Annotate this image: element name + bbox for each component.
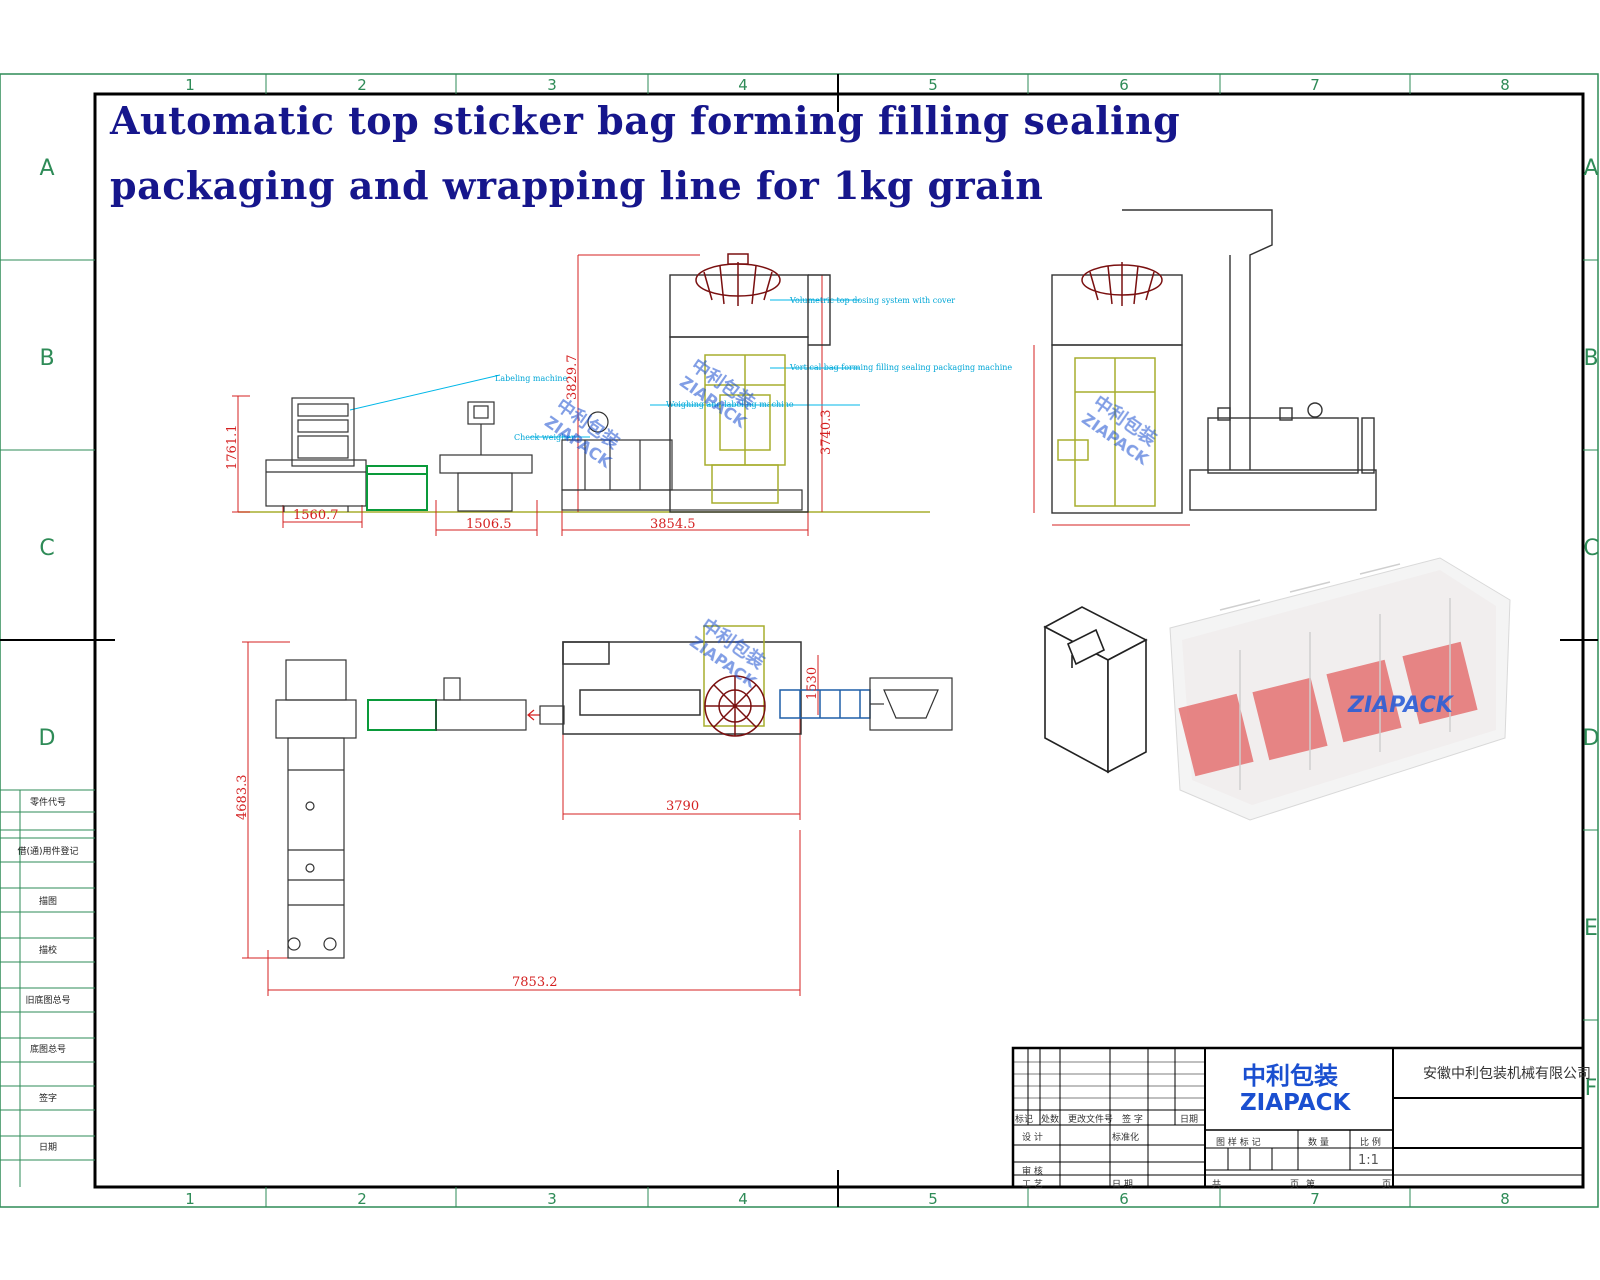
col-label-bottom: 3 [547,1190,557,1208]
drawing-title-line-2: packaging and wrapping line for 1kg grai… [110,163,1044,208]
drawing-title-line-1: Automatic top sticker bag forming fillin… [110,98,1181,143]
row-label-right: C [1583,536,1598,561]
col-label-top: 8 [1500,76,1510,94]
tb-sheet-label: 页 [1382,1180,1392,1190]
col-label-bottom: 4 [738,1190,748,1208]
rev-header: 签 字 [1122,1115,1143,1125]
row-label-right: B [1583,346,1598,371]
dim-height-main: 3740.3 [819,410,834,456]
sidebar-label: 零件代号 [29,798,67,808]
tb-row-label: 日 期 [1112,1180,1133,1190]
tb-row-label: 设 计 [1022,1133,1043,1143]
dim-width-a: 1560.7 [293,508,339,523]
sidebar-label: 底图总号 [29,1045,67,1055]
side-view [1033,209,1377,526]
tb-sheet-label: 共 [1212,1180,1222,1190]
col-label-top: 7 [1310,76,1320,94]
rev-header: 日期 [1180,1115,1199,1125]
left-sidebar-table [0,789,95,1187]
row-label-right: F [1585,1076,1598,1101]
dim-plan-outlet: 1530 [805,667,820,700]
tb-row-label: 工 艺 [1022,1180,1043,1190]
col-label-top: 4 [738,76,748,94]
dim-height-mid: 3829.7 [565,355,580,401]
logo-cn: 中利包装 [1242,1062,1338,1090]
col-label-top: 6 [1119,76,1129,94]
callout-labeling: Labeling machine [495,374,568,383]
row-label-right: D [1583,726,1600,751]
plan-view: 4683.3 3790 7853.2 1530 [235,625,953,996]
rev-header: 处数 [1041,1115,1060,1125]
dim-height-left: 1761.1 [225,425,240,471]
bag-isometric-sketch [1043,606,1148,774]
tb-col-label: 数 量 [1308,1138,1329,1148]
row-label-left: B [39,346,54,371]
col-label-top: 3 [547,76,557,94]
col-label-bottom: 5 [928,1190,938,1208]
row-label-left: C [39,536,54,561]
sidebar-label: 旧底图总号 [25,996,71,1006]
tb-col-label: 比 例 [1360,1138,1381,1148]
col-label-bottom: 7 [1310,1190,1320,1208]
dim-width-c: 3854.5 [650,517,696,532]
photo-brand: ZIAPACK [1347,693,1455,718]
sidebar-label: 签字 [38,1094,58,1104]
product-photo: ZIAPACK [1169,557,1511,821]
sidebar-label: 描图 [38,897,58,907]
tb-sheet-label: 页 [1290,1180,1300,1190]
row-label-left: A [39,156,54,181]
sidebar-label: 日期 [38,1143,58,1153]
callout-weigh-label: Weighing and labeling machine [666,400,794,409]
col-label-bottom: 1 [185,1190,195,1208]
centre-marks [0,74,1598,1207]
zone-ticks [0,74,1598,1207]
tb-col-label: 图 样 标 记 [1216,1138,1261,1148]
callout-vffs: Vertical bag forming filling sealing pac… [789,363,1012,372]
tb-row-label: 标准化 [1112,1133,1140,1143]
tb-row-label: 审 核 [1022,1167,1043,1177]
title-block [1011,1046,1585,1189]
dim-plan-conveyor: 3790 [666,799,699,814]
callout-checkweigher: Check weigher [514,433,575,442]
dim-width-b: 1506.5 [466,517,512,532]
row-label-right: A [1583,156,1598,181]
col-label-top: 2 [357,76,367,94]
callout-top-dosing: Volumetric top dosing system with cover [789,296,955,305]
sidebar-label: 描校 [38,946,58,956]
col-label-top: 1 [185,76,195,94]
logo-en: ZIAPACK [1240,1090,1351,1116]
col-label-bottom: 6 [1119,1190,1129,1208]
dim-plan-overall: 7853.2 [512,975,558,990]
rev-header: 更改文件号 [1068,1115,1114,1125]
title-block-logo: 中利包装 ZIAPACK [1240,1062,1351,1116]
front-view: Volumetric top dosing system with cover … [225,253,1012,536]
rev-header: 标记 [1015,1115,1034,1125]
dim-plan-depth: 4683.3 [235,775,250,821]
tb-sheet-label: 第 [1306,1180,1316,1190]
scale-value: 1:1 [1358,1153,1379,1168]
col-label-top: 5 [928,76,938,94]
col-label-bottom: 8 [1500,1190,1510,1208]
company-name: 安徽中利包装机械有限公司 [1423,1066,1591,1082]
col-label-bottom: 2 [357,1190,367,1208]
row-label-left: D [39,726,56,751]
sidebar-label: 借(通)用件登记 [17,847,79,857]
row-label-right: E [1584,916,1598,941]
